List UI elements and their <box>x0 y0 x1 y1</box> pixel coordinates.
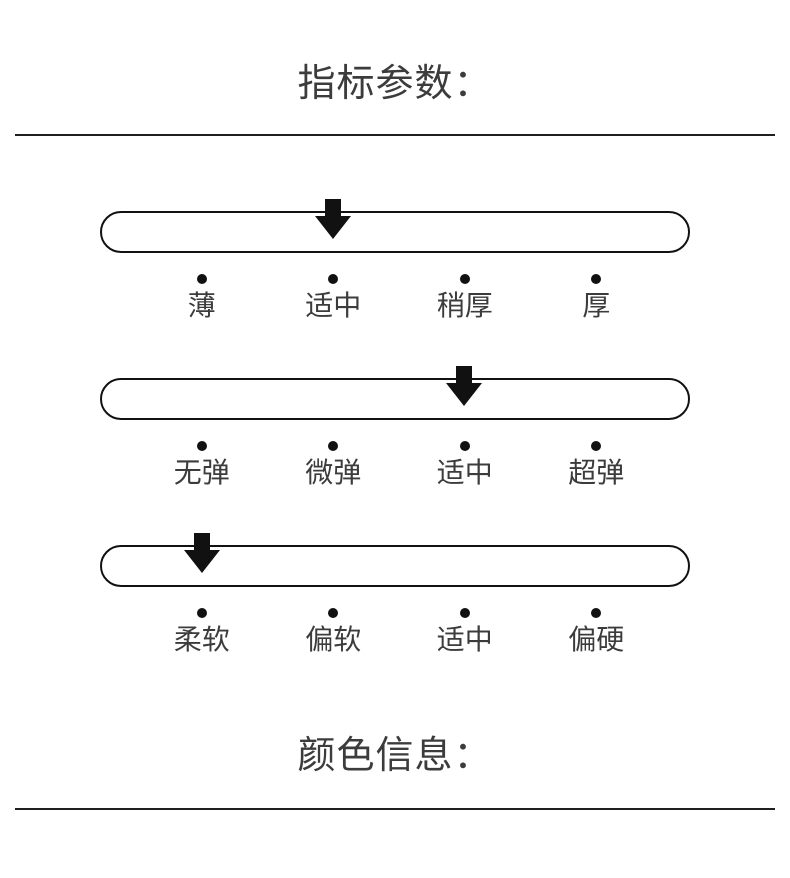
divider-top <box>15 134 775 136</box>
scale-dot <box>328 608 339 618</box>
scale-dot <box>591 274 602 284</box>
scale-track <box>100 211 690 253</box>
scale-option-label: 厚 <box>582 290 611 321</box>
scale-option-label: 薄 <box>187 290 216 321</box>
scale-labels: 柔软 偏软 适中 偏硬 <box>136 625 662 655</box>
scale-labels: 薄 适中 稍厚 厚 <box>136 291 662 321</box>
dot-cell <box>268 274 400 284</box>
scale-dot <box>591 441 602 451</box>
scale-labels: 无弹 微弹 适中 超弹 <box>136 458 662 488</box>
scale-option-label: 适中 <box>436 457 493 488</box>
scale-option-label: 偏硬 <box>568 624 625 655</box>
dot-cell <box>136 608 268 618</box>
scale-option-label: 超弹 <box>568 457 625 488</box>
section-title-parameters: 指标参数： <box>297 63 493 105</box>
scale-dots <box>136 274 662 284</box>
scale-dots <box>136 441 662 451</box>
scale-dot <box>459 441 470 451</box>
dot-cell <box>268 441 400 451</box>
scale-option-label: 柔软 <box>173 624 230 655</box>
dot-cell <box>531 441 663 451</box>
scale-dot <box>459 608 470 618</box>
section-title-colors: 颜色信息： <box>297 735 493 777</box>
scale-row-thickness: 薄 适中 稍厚 厚 <box>0 199 790 329</box>
dot-cell <box>399 441 531 451</box>
dot-cell <box>399 608 531 618</box>
divider-bottom <box>15 808 775 810</box>
scale-dots <box>136 608 662 618</box>
scale-dot <box>328 441 339 451</box>
scale-dot <box>591 608 602 618</box>
scale-row-elasticity: 无弹 微弹 适中 超弹 <box>0 366 790 496</box>
scale-dot <box>196 608 207 618</box>
dot-cell <box>136 274 268 284</box>
down-arrow-icon <box>315 199 351 239</box>
scale-option-label: 稍厚 <box>436 290 493 321</box>
dot-cell <box>531 274 663 284</box>
dot-cell <box>399 274 531 284</box>
down-arrow-icon <box>184 533 220 573</box>
dot-cell <box>136 441 268 451</box>
scale-option-label: 无弹 <box>173 457 230 488</box>
scale-track <box>100 378 690 420</box>
scale-dot <box>459 274 470 284</box>
scale-track <box>100 545 690 587</box>
dot-cell <box>531 608 663 618</box>
scale-dot <box>196 441 207 451</box>
scale-dot <box>328 274 339 284</box>
dot-cell <box>268 608 400 618</box>
scale-row-softness: 柔软 偏软 适中 偏硬 <box>0 533 790 663</box>
scale-option-label: 适中 <box>436 624 493 655</box>
scale-option-label: 适中 <box>305 290 362 321</box>
scale-option-label: 偏软 <box>305 624 362 655</box>
down-arrow-icon <box>446 366 482 406</box>
scale-option-label: 微弹 <box>305 457 362 488</box>
scale-dot <box>196 274 207 284</box>
